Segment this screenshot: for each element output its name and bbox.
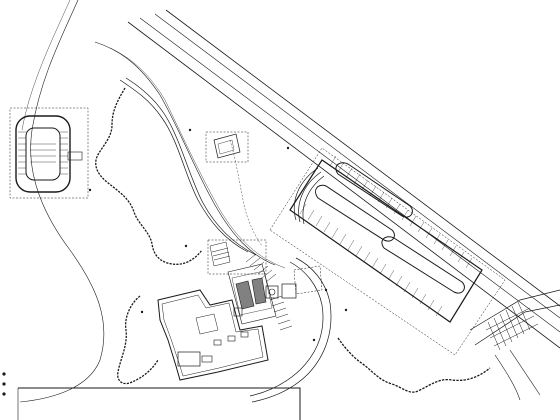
west-parking-lot — [9, 107, 89, 199]
building-courtyard — [195, 313, 219, 335]
legend-markers — [2, 372, 6, 396]
access-road — [119, 77, 332, 403]
east-parking-lot — [269, 147, 506, 356]
legend-marker-1 — [2, 372, 6, 376]
building-room-2 — [227, 335, 236, 342]
annotation-markers — [88, 128, 348, 342]
kiosk-circle — [268, 288, 276, 296]
west-lot-entrance — [67, 151, 83, 161]
pump-canopy — [227, 263, 277, 325]
east-junction — [469, 289, 560, 401]
east-lot-dashed-frame — [269, 147, 506, 356]
building-room-1 — [213, 339, 222, 346]
detail-frame-kiosk — [205, 131, 249, 163]
building-annex — [177, 351, 201, 367]
toll-booth — [281, 283, 297, 299]
legend-marker-2 — [2, 382, 6, 386]
east-lot-island-1 — [315, 184, 395, 242]
building-room-4 — [201, 355, 213, 363]
kiosk-north — [213, 133, 241, 159]
stair-blocks — [209, 241, 231, 267]
east-lot-island-2 — [335, 162, 413, 218]
main-highway — [127, 9, 560, 349]
toll-dashed-frame — [293, 265, 323, 295]
east-lot-island-3 — [381, 236, 465, 294]
detail-frame-plaza — [207, 239, 267, 275]
site-boundary-lines — [19, 0, 286, 403]
building-room-3 — [240, 331, 249, 338]
west-lot-dashed-frame — [9, 107, 89, 199]
west-lot-ring-outer — [15, 115, 71, 193]
service-area-buildings — [157, 253, 323, 381]
legend-marker-3 — [2, 392, 6, 396]
detail-callout-frames — [205, 131, 267, 275]
west-lot-ring-inner — [25, 127, 61, 181]
kiosk-building — [265, 285, 279, 299]
main-building-outline — [157, 289, 269, 381]
drawing-frame — [17, 387, 301, 420]
winding-trail — [95, 87, 491, 393]
